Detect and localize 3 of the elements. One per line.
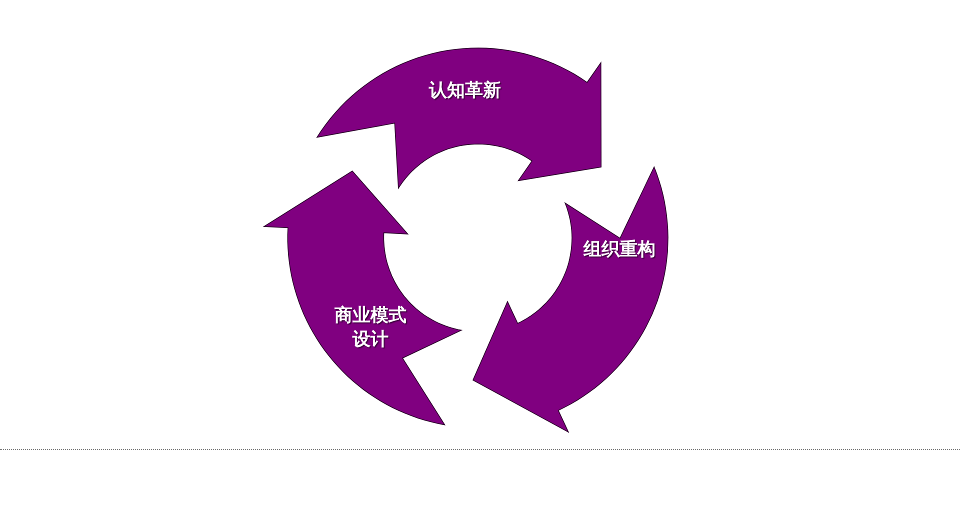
segment-label: 组织重构 <box>582 238 656 262</box>
segment-label: 商业模式设计 <box>334 304 408 352</box>
segment-label: 认知革新 <box>428 78 502 103</box>
